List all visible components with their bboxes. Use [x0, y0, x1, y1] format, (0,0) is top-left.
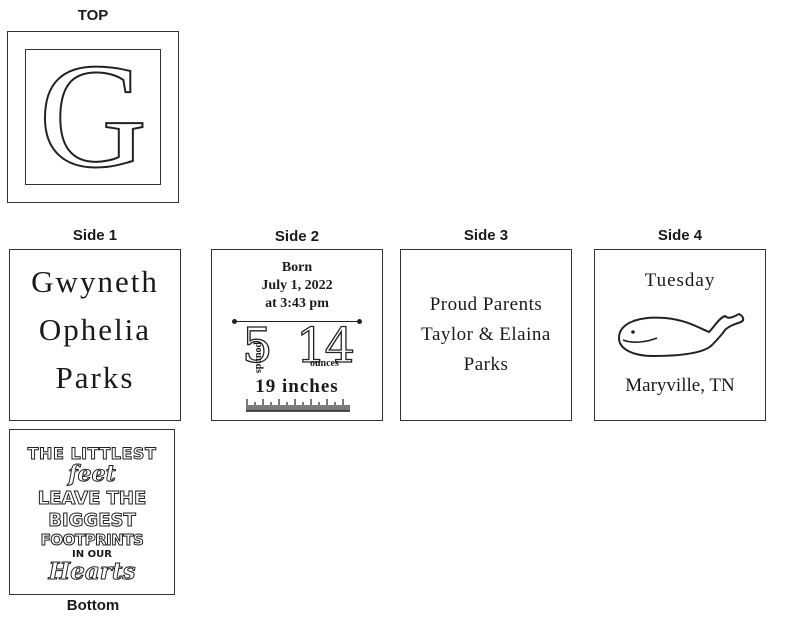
divider-line: [234, 321, 360, 322]
ounces-value: 14: [295, 318, 355, 374]
ounces-unit: ounces: [310, 358, 339, 369]
divider-dot-left: [232, 319, 237, 324]
side1-line-1: Gwyneth: [31, 264, 159, 299]
quote-line-2: feet: [68, 461, 117, 488]
quote-line-4: BIGGEST: [48, 510, 137, 532]
monogram-letter: G: [38, 33, 148, 199]
quote-line-7: Hearts: [48, 558, 136, 586]
monogram-frame: [25, 49, 161, 185]
divider-dot-right: [357, 319, 362, 324]
side3-line-1: Proud Parents: [429, 294, 543, 315]
side4-panel: Tuesday Maryville, TN: [594, 249, 766, 421]
birth-time: at 3:43 pm: [265, 296, 329, 311]
side4-label: Side 4: [657, 227, 703, 244]
pounds-unit: pounds: [253, 342, 264, 374]
ruler-icon: [246, 399, 350, 412]
side1-label: Side 1: [72, 227, 118, 244]
bottom-label: Bottom: [66, 597, 120, 614]
quote-line-1: THE LITTLEST: [27, 444, 157, 464]
quote-line-6: IN OUR: [72, 549, 112, 560]
side3-line-3: Parks: [463, 354, 509, 375]
side1-panel: Gwyneth Ophelia Parks: [9, 249, 181, 421]
top-label: TOP: [77, 7, 109, 24]
side2-panel: Born July 1, 2022 at 3:43 pm 5 pounds 14…: [211, 249, 383, 421]
birth-date: July 1, 2022: [261, 278, 333, 293]
whale-icon: [617, 312, 745, 358]
side3-line-2: Taylor & Elaina: [421, 324, 551, 345]
side2-label: Side 2: [274, 228, 320, 245]
location-text: Maryville, TN: [625, 375, 735, 396]
side1-line-2: Ophelia: [38, 312, 152, 347]
length-text: 19 inches: [255, 376, 339, 397]
side3-panel: Proud Parents Taylor & Elaina Parks: [400, 249, 572, 421]
bottom-panel: THE LITTLEST feet LEAVE THE BIGGEST FOOT…: [9, 429, 175, 595]
pounds-value: 5: [241, 318, 273, 374]
top-panel: G: [7, 31, 179, 203]
day-text: Tuesday: [644, 270, 716, 291]
side3-label: Side 3: [463, 227, 509, 244]
side1-line-3: Parks: [55, 360, 135, 395]
quote-line-3: LEAVE THE: [37, 488, 147, 510]
born-text: Born: [281, 260, 313, 275]
quote-line-5: FOOTPRINTS: [40, 531, 144, 550]
